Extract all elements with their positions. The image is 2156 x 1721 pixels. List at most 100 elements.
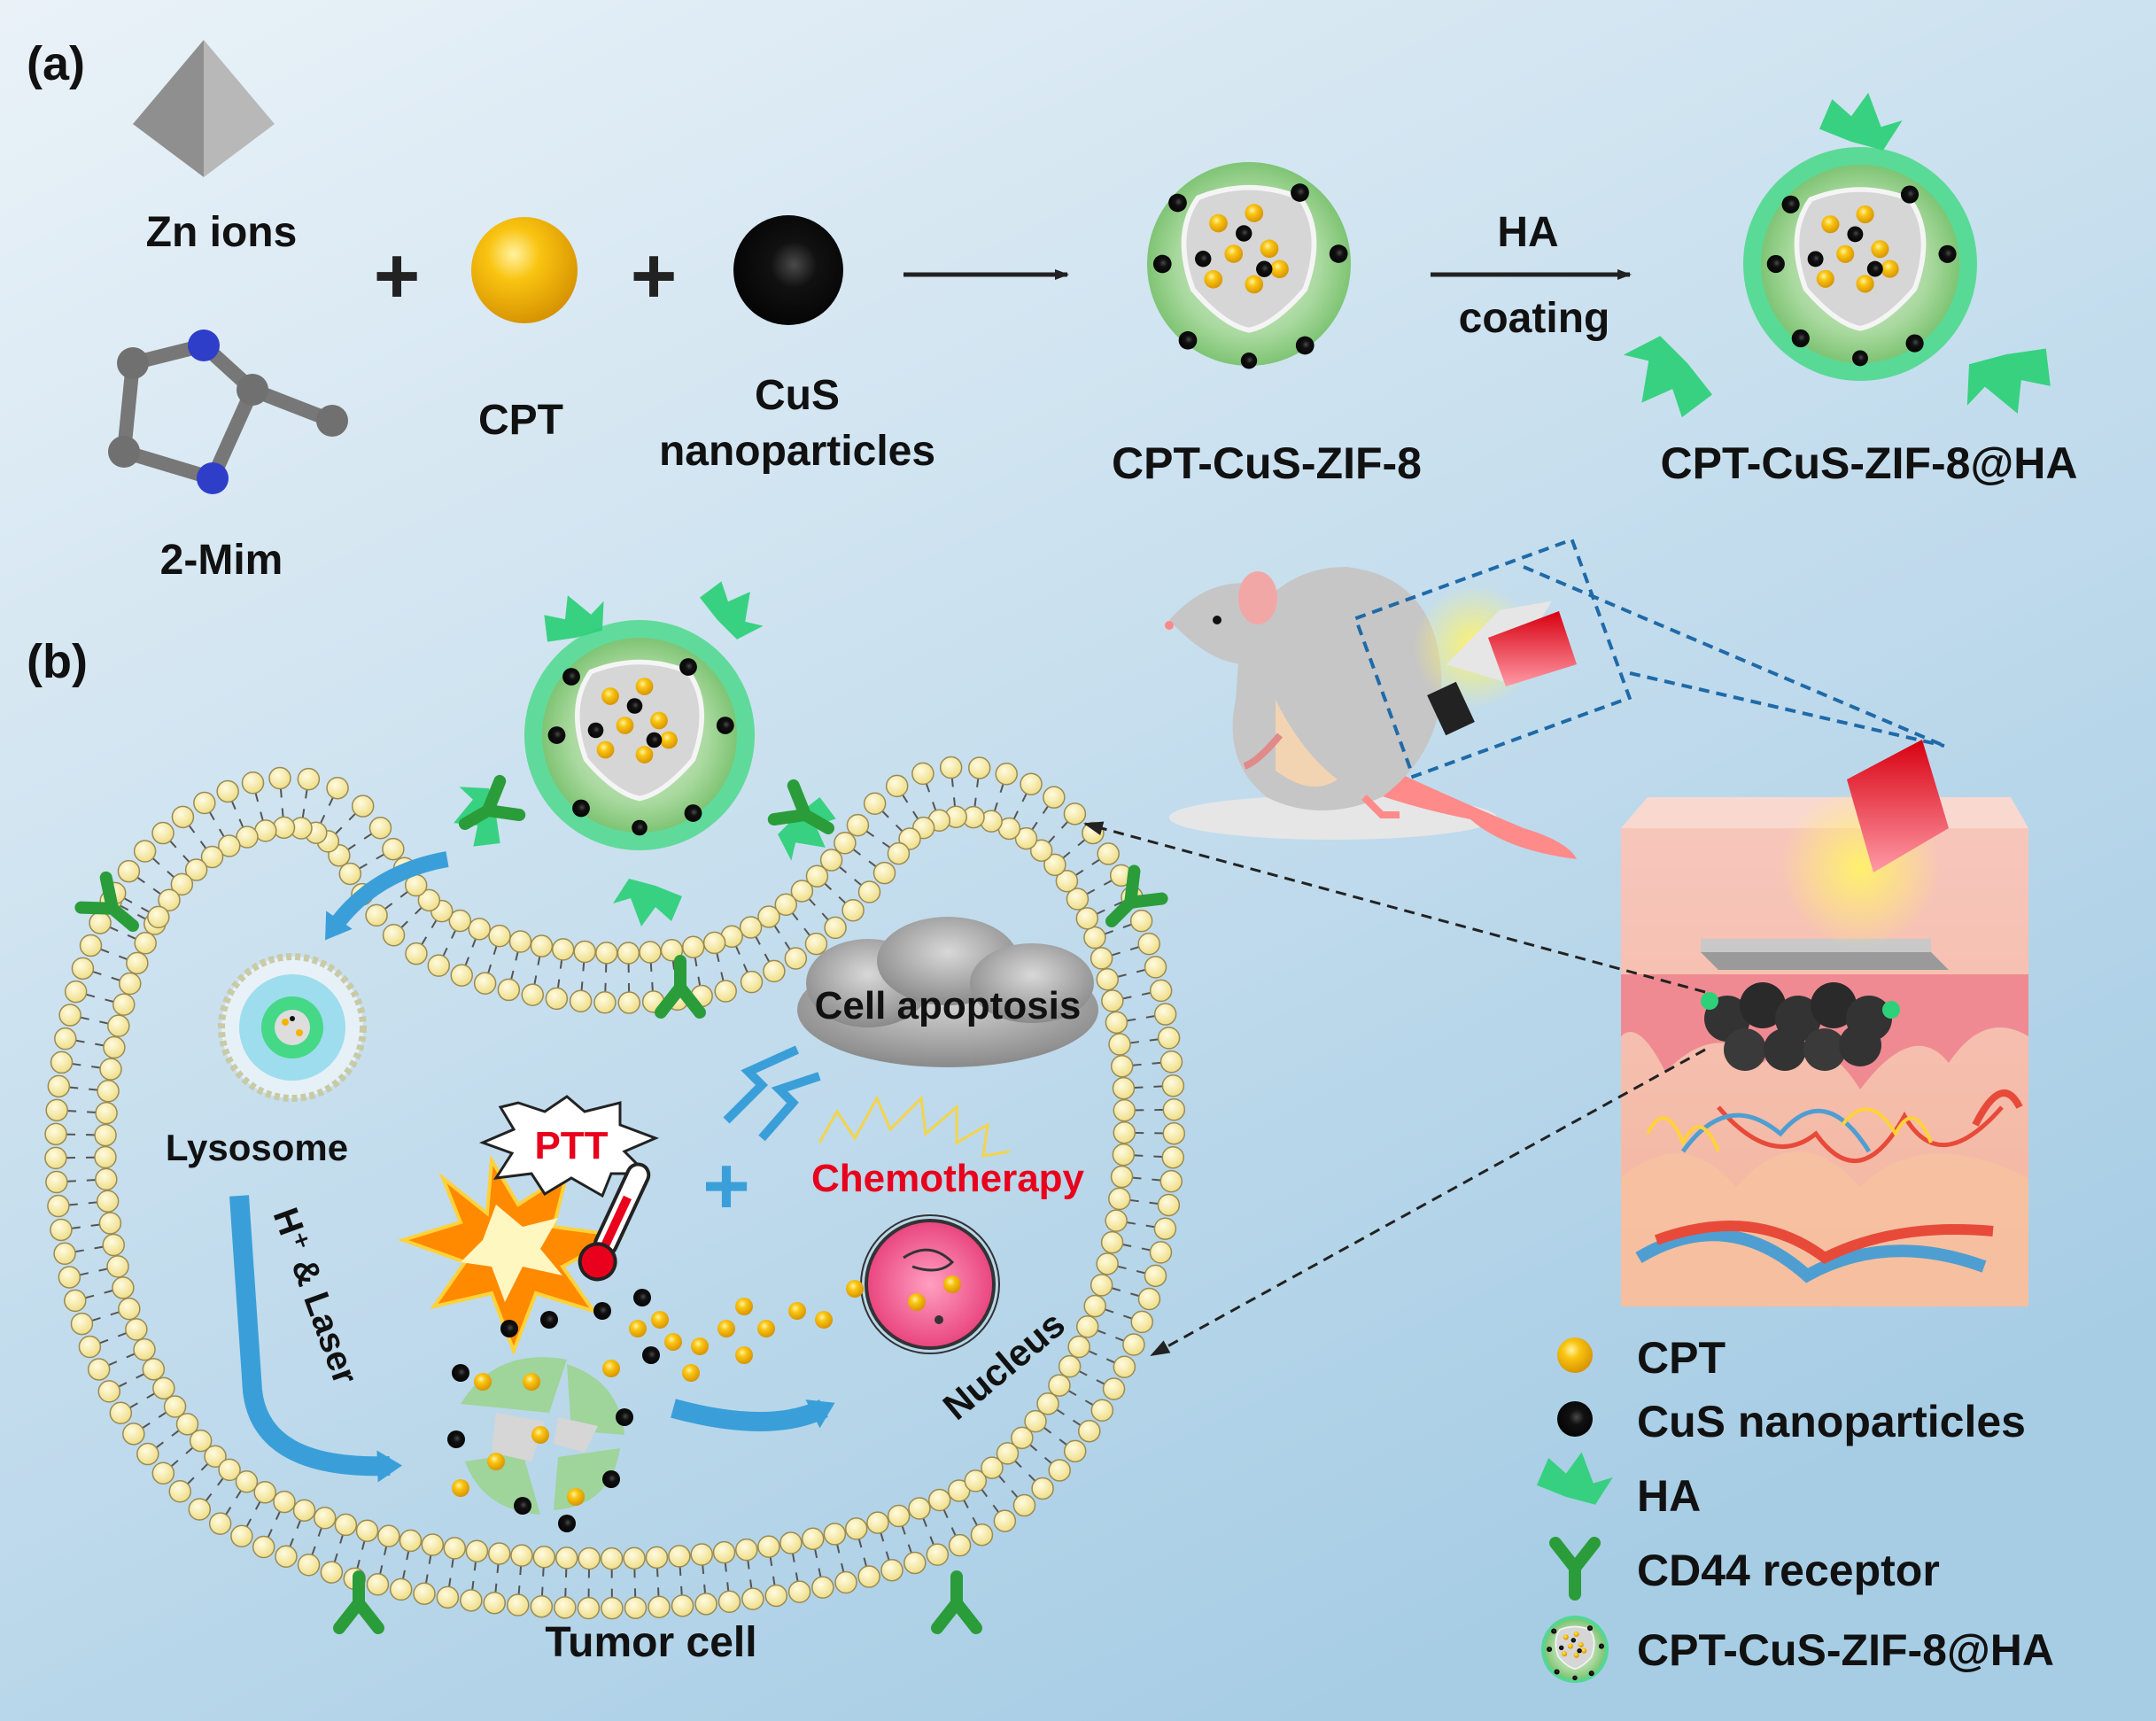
lipid-head (1157, 1193, 1181, 1217)
lipid-head (690, 1543, 713, 1566)
lipid-head (939, 756, 963, 779)
lipid-head (872, 861, 896, 885)
lipid-head (297, 1553, 321, 1577)
lipid-head (47, 1194, 70, 1218)
legend-label-1: CuS nanoparticles (1637, 1397, 2026, 1446)
lipid-head (272, 816, 296, 840)
lipid-head (1108, 1033, 1131, 1056)
lipid-head (94, 1123, 117, 1147)
lipid-head (834, 832, 857, 855)
cpt-particle (735, 1298, 753, 1315)
nucleus-arrow (671, 1399, 835, 1431)
cpt-particle (815, 1311, 833, 1329)
lipid-head (555, 1547, 578, 1570)
lipid-head (171, 805, 195, 829)
mouse-illustration (1165, 567, 1577, 859)
legend: CPT CuS nanoparticles HA CD44 receptor C… (1537, 1333, 2054, 1683)
legend-nanoparticle-icon (1541, 1616, 1609, 1683)
cus-sphere-icon (733, 215, 843, 325)
lipid-head (790, 880, 814, 903)
lipid-head (714, 980, 737, 1003)
lipid-head (382, 923, 406, 947)
lipid-head (94, 1145, 117, 1169)
lipid-head (1149, 1241, 1173, 1264)
legend-label-2: HA (1637, 1471, 1701, 1521)
ptt-badge (478, 1095, 660, 1198)
lipid-head (1097, 842, 1120, 865)
cpt-particle (531, 1426, 549, 1444)
lipid-head (427, 954, 451, 977)
zoom-line-2 (1629, 671, 1945, 748)
lipid-head (53, 1242, 76, 1266)
lipid-head (443, 1537, 467, 1560)
lipid-head (717, 1590, 741, 1614)
lipid-head (58, 1004, 81, 1027)
lipid-head (532, 1546, 556, 1569)
plus-sign-1: + (374, 232, 421, 321)
lipid-head (96, 1190, 120, 1213)
cus-label-line1: CuS (755, 372, 840, 419)
lipid-head (338, 862, 362, 886)
lipid-head (313, 1507, 337, 1530)
lipid-head (551, 938, 575, 961)
lipid-head (1105, 1209, 1128, 1232)
lipid-head (1029, 839, 1053, 862)
lipid-head (764, 1584, 788, 1608)
incoming-nanoparticle (439, 571, 846, 926)
lipid-head (927, 1488, 951, 1512)
lipid-head (200, 845, 224, 869)
to-cell-arrow-1 (1083, 821, 1706, 994)
lipid-head (365, 903, 388, 927)
zoom-box (1353, 537, 1633, 779)
lipid-head (107, 1014, 130, 1037)
lipid-head (1130, 1310, 1154, 1334)
lipid-head (804, 932, 828, 956)
lipid-head (89, 911, 112, 934)
lipid-head (133, 840, 157, 863)
lipid-head (601, 1596, 624, 1620)
lipid-head (904, 1551, 927, 1575)
lipid-head (122, 1423, 145, 1446)
lipid-head (545, 987, 569, 1011)
lipid-head (405, 942, 428, 965)
chemotherapy-label: Chemotherapy (811, 1157, 1085, 1200)
lipid-head (757, 905, 780, 928)
apoptosis-cloud (797, 917, 1098, 1067)
lipid-head (1112, 1076, 1136, 1100)
lipid-head (1082, 821, 1105, 845)
lipid-head (273, 1490, 296, 1514)
ptt-label: PTT (534, 1124, 608, 1167)
lipid-head (1110, 1165, 1134, 1189)
thermometer-icon (578, 1162, 651, 1282)
lipid-head (377, 1524, 400, 1547)
lipid-head (1137, 932, 1160, 956)
cpt-particle (567, 1488, 585, 1506)
plus-sign-2: + (631, 232, 678, 321)
lipid-head (118, 972, 142, 996)
lipid-head (648, 1595, 671, 1619)
lipid-head (1063, 1439, 1087, 1463)
lipid-head (926, 1543, 950, 1566)
cpt-particle (487, 1453, 505, 1470)
lipid-head (109, 1401, 133, 1425)
panel-a-label: (a) (27, 37, 85, 90)
lipid-head (681, 935, 705, 959)
lipid-head (1011, 1426, 1034, 1450)
lipid-head (823, 1523, 847, 1546)
lipid-head (578, 1547, 601, 1570)
lipid-head (1108, 1187, 1131, 1211)
product1-label: CPT-CuS-ZIF-8 (1112, 438, 1422, 488)
lipid-head (510, 1544, 533, 1567)
lipid-head (880, 1558, 904, 1582)
lipid-head (366, 1573, 390, 1596)
lysosome-label: Lysosome (166, 1127, 348, 1168)
lipid-head (530, 934, 554, 957)
lipid-head (320, 1561, 344, 1584)
lipid-head (1122, 1333, 1145, 1356)
lipid-head (102, 1233, 125, 1257)
lipid-head (1090, 1399, 1114, 1423)
lipid-head (668, 1545, 691, 1568)
lipid-head (844, 1517, 868, 1540)
lipid-head (44, 1146, 67, 1170)
lipid-head (694, 1593, 717, 1616)
